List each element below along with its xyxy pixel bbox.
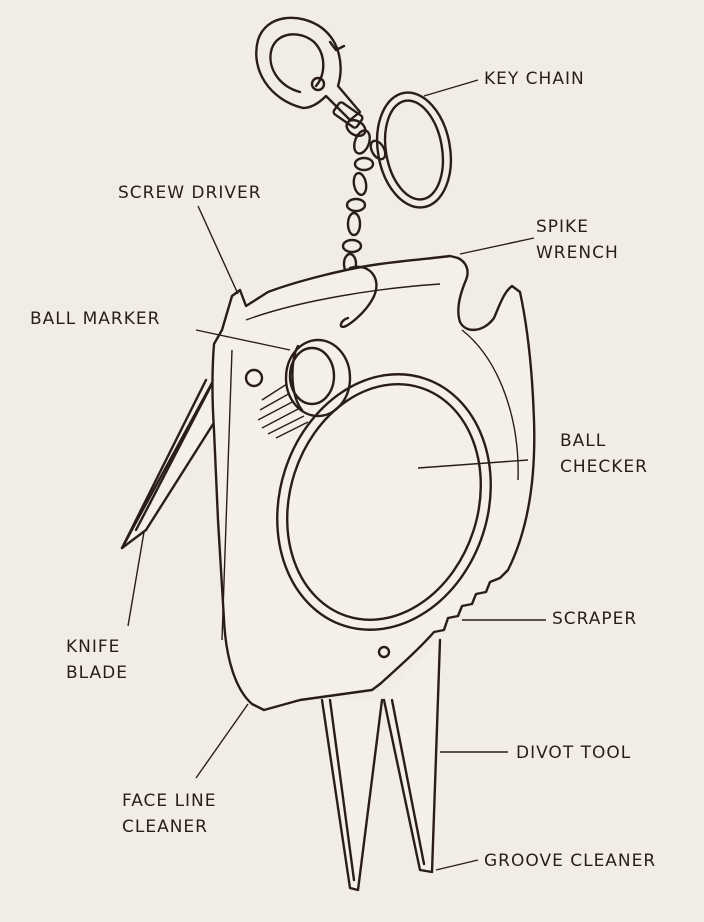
label-face-line-cleaner: FACE LINE CLEANER <box>122 791 217 837</box>
snap-hook <box>255 16 367 138</box>
ball-checker <box>276 373 492 631</box>
divot-tool <box>320 638 442 892</box>
label-key-chain: KEY CHAIN <box>484 69 585 89</box>
chain <box>341 129 387 276</box>
tool-body <box>211 254 536 712</box>
knife-blade <box>120 370 224 550</box>
label-ball-marker: BALL MARKER <box>30 309 161 329</box>
label-screw-driver: SCREW DRIVER <box>118 183 262 203</box>
leader-lines <box>127 79 546 871</box>
chain-hook <box>339 265 378 329</box>
label-ball-checker: BALL CHECKER <box>560 431 648 477</box>
label-knife-blade: KNIFE BLADE <box>66 637 128 683</box>
key-ring <box>375 91 453 209</box>
label-groove-cleaner: GROOVE CLEANER <box>484 851 657 871</box>
label-scraper: SCRAPER <box>552 609 638 629</box>
label-divot-tool: DIVOT TOOL <box>516 743 632 763</box>
label-spike-wrench: SPIKE WRENCH <box>536 217 619 263</box>
